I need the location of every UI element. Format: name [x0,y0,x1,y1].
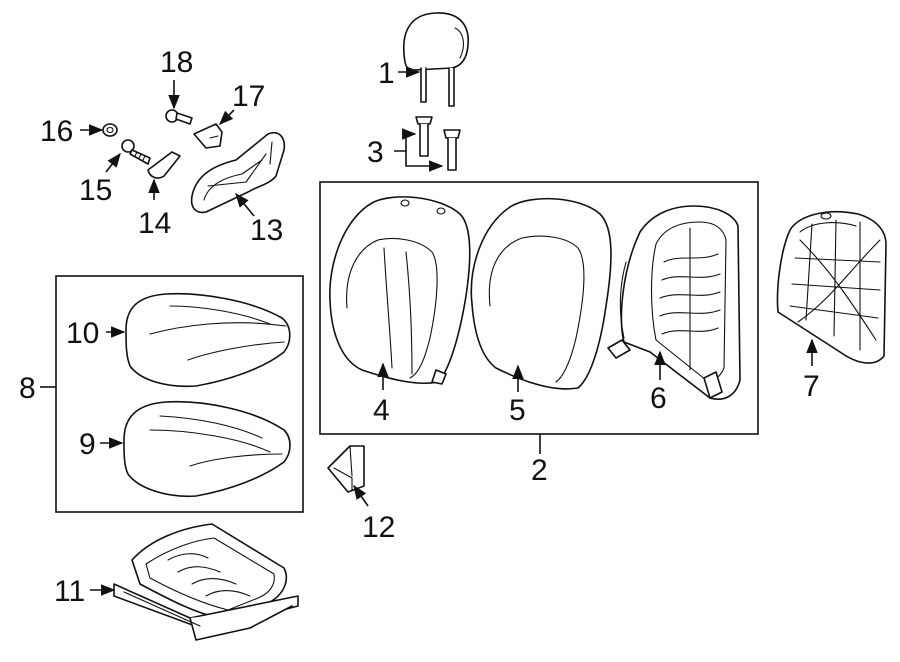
cushion-group-box [55,275,304,513]
callout-1: 1 [378,57,395,90]
callout-18: 18 [160,46,193,79]
callout-7: 7 [803,370,820,403]
backrest-frame [607,205,741,400]
callout-16: 16 [40,115,73,148]
callout-9: 9 [79,428,96,461]
callout-5: 5 [509,394,526,427]
backrest-pad [470,197,612,390]
nut [102,123,118,137]
callout-11: 11 [54,575,85,608]
back-panel [776,210,887,364]
headrest [403,12,469,107]
side-bracket [327,445,365,493]
headrest-guides [415,116,461,171]
cushion-pad [123,400,291,498]
callout-6: 6 [650,382,667,415]
callout-17: 17 [232,80,265,113]
callout-14: 14 [138,207,171,240]
screw [165,109,193,125]
callout-12: 12 [362,511,395,544]
bolt [121,139,151,165]
backrest-group-box [319,181,759,435]
callout-labels: 1 2 3 4 5 6 7 8 9 10 11 12 13 14 15 16 1… [19,46,820,608]
leader-lines [40,66,818,596]
side-shield [190,132,286,214]
callout-15: 15 [79,174,112,207]
backrest-cover [329,196,471,385]
callout-4: 4 [373,394,390,427]
recliner-lever [147,151,181,179]
mounting-clip [193,123,223,149]
seat-track-frame [113,523,299,641]
cushion-cover [125,292,291,388]
callout-13: 13 [250,214,283,247]
callout-8: 8 [19,372,36,405]
callout-3: 3 [367,136,384,169]
callout-10: 10 [66,317,99,350]
callout-2: 2 [531,454,548,487]
